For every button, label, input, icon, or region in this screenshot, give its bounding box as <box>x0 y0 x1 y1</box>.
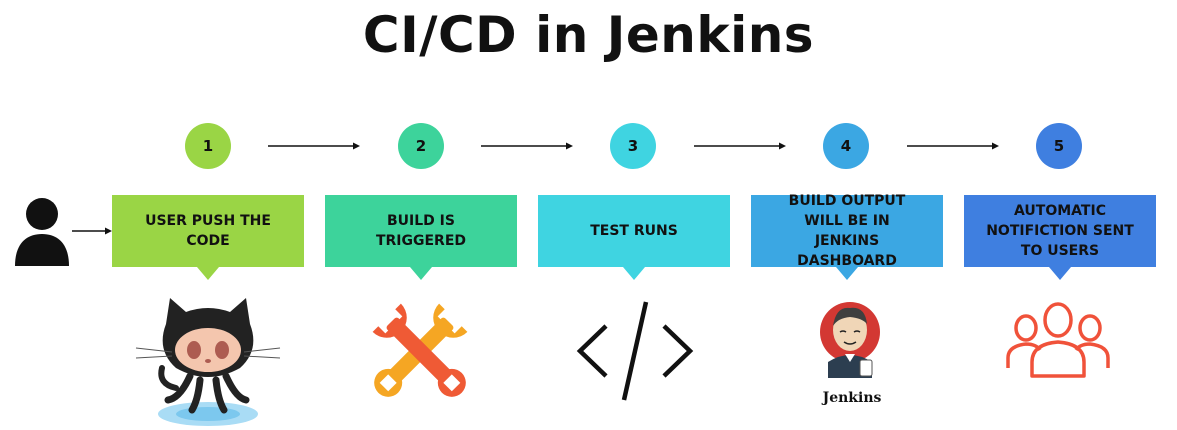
step-1-circle: 1 <box>185 123 231 169</box>
step-3-label: TEST RUNS <box>590 223 678 239</box>
step-3-number: 3 <box>627 137 639 155</box>
step-1-number: 1 <box>202 137 214 155</box>
arrow-3-to-4 <box>694 142 786 150</box>
user-icon <box>15 198 69 266</box>
page-title: CI/CD in Jenkins <box>362 6 815 64</box>
wrench-icon <box>372 303 468 397</box>
step-1-label: USER PUSH THE CODE <box>145 213 271 249</box>
arrow-2-to-3 <box>481 142 573 150</box>
code-icon <box>576 301 694 401</box>
step-4-circle: 4 <box>823 123 869 169</box>
jenkins-logo-text: Jenkins <box>822 390 882 406</box>
step-3-circle: 3 <box>610 123 656 169</box>
step-2-circle: 2 <box>398 123 444 169</box>
step-2-label: BUILD IS TRIGGERED <box>375 213 467 249</box>
step-5-number: 5 <box>1053 137 1065 155</box>
arrow-user-to-step1 <box>72 227 112 235</box>
step-2-number: 2 <box>415 137 427 155</box>
step-4-callout: BUILD OUTPUT WILL BE IN JENKINS DASHBOAR… <box>751 193 943 280</box>
step-3-callout: TEST RUNS <box>538 195 730 280</box>
step-2-callout: BUILD IS TRIGGERED <box>325 195 517 280</box>
jenkins-logo-icon <box>820 302 880 378</box>
step-5-callout: AUTOMATIC NOTIFICTION SENT TO USERS <box>964 195 1156 280</box>
step-4-label: BUILD OUTPUT WILL BE IN JENKINS DASHBOAR… <box>788 193 906 269</box>
users-icon <box>1006 302 1110 378</box>
step-1-callout: USER PUSH THE CODE <box>112 195 304 280</box>
github-octocat-icon <box>135 298 281 426</box>
step-5-label: AUTOMATIC NOTIFICTION SENT TO USERS <box>986 203 1134 259</box>
step-5-circle: 5 <box>1036 123 1082 169</box>
step-4-number: 4 <box>840 137 852 155</box>
arrow-4-to-5 <box>907 142 999 150</box>
arrow-1-to-2 <box>268 142 360 150</box>
